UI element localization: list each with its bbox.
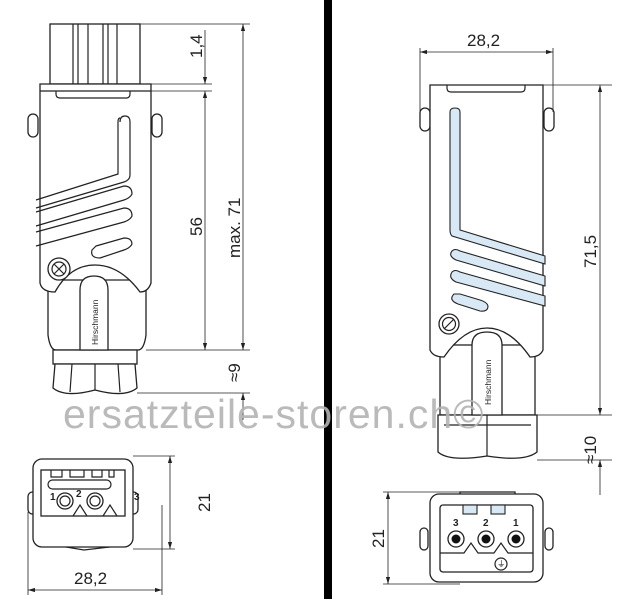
dim-nut-label: ≈9	[225, 363, 244, 382]
ground-symbol: ⏚	[497, 559, 506, 569]
pin-label: 2	[483, 518, 489, 529]
pin-label: 1	[50, 492, 56, 503]
dim-height-label: 71,5	[581, 235, 600, 268]
pin-label: 3	[453, 518, 459, 529]
divider	[324, 0, 332, 599]
face-width-label: 28,2	[74, 569, 107, 588]
dim-body-label: 56	[187, 217, 206, 236]
face-left-dimensions: 21 28,2	[27, 455, 214, 595]
face-height-label: 21	[369, 529, 388, 548]
side-view: Hirschmann	[27, 23, 163, 395]
pin-label: 3	[134, 492, 140, 503]
brand-label-front: Hirschmann	[483, 359, 493, 405]
front-view-dimensions: 28,2 71,5 ≈10	[419, 31, 612, 495]
dim-nut-label: ≈10	[581, 436, 600, 464]
face-view-right: ⏚ 3 2 1	[419, 491, 554, 583]
front-view: Hirschmann	[419, 84, 555, 459]
watermark: ersatzteile-storen.ch©	[63, 391, 484, 437]
face-height-label: 21	[195, 493, 214, 512]
pin-label: 2	[76, 489, 82, 500]
pin-label: 1	[513, 518, 519, 529]
dim-width-label: 28,2	[467, 31, 500, 50]
face-view-left: 1 2 3	[27, 458, 140, 551]
dim-total-label: max. 71	[225, 198, 244, 258]
dim-top-label: 1,4	[187, 34, 206, 58]
face-right-dimensions: 21	[369, 491, 460, 585]
brand-label: Hirschmann	[90, 299, 100, 345]
side-view-dimensions: 1,4 56 max. 71 ≈9	[137, 23, 250, 420]
